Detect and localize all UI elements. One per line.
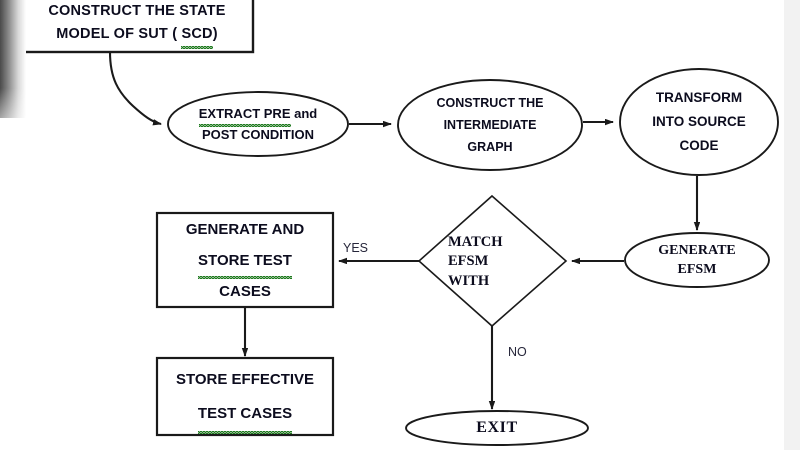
node-generate-efsm-shape[interactable]	[624, 232, 770, 288]
edge-state-model-to-extract	[108, 51, 162, 126]
node-store-effective-test-cases-shape[interactable]	[155, 356, 335, 437]
node-transform-source-code-shape[interactable]	[619, 68, 779, 176]
node-extract-conditions-shape[interactable]	[167, 91, 349, 157]
node-match-efsm-shape[interactable]	[417, 194, 568, 328]
node-exit-shape[interactable]	[405, 410, 589, 446]
node-generate-store-test-cases-shape[interactable]	[155, 211, 335, 309]
node-construct-state-model-shape[interactable]	[19, 0, 255, 54]
node-construct-intermediate-graph-shape[interactable]	[397, 79, 583, 171]
